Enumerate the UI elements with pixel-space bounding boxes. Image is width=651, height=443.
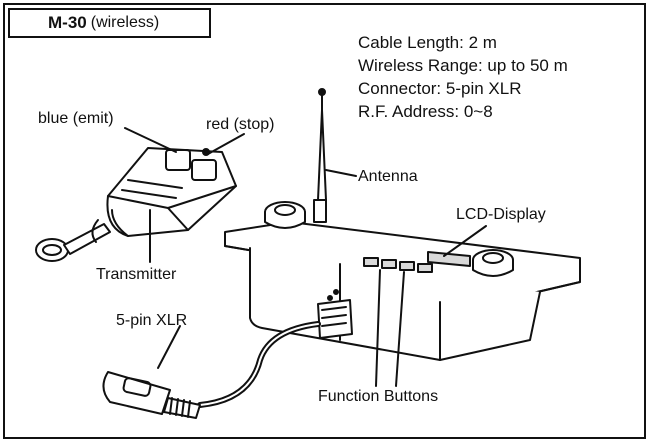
transmitter-body	[106, 147, 237, 237]
leader-fn-2	[395, 271, 405, 387]
spec-cable-length: Cable Length: 2 m	[358, 33, 497, 52]
xlr-plug	[102, 371, 171, 415]
leader-xlr	[157, 325, 181, 369]
spec-wireless-range: Wireless Range: up to 50 m	[358, 56, 568, 75]
key-ring	[35, 238, 69, 262]
cable-illustration	[102, 321, 321, 419]
leader-red	[207, 133, 245, 155]
antenna-rod	[317, 109, 327, 201]
spec-rf-address: R.F. Address: 0~8	[358, 102, 493, 121]
function-button-1	[363, 257, 379, 267]
label-transmitter: Transmitter	[96, 266, 177, 283]
antenna-base	[313, 199, 327, 223]
receiver-illustration	[224, 88, 581, 361]
title-box: M-30 (wireless)	[8, 8, 211, 38]
model-variant: (wireless)	[90, 14, 160, 31]
xlr-socket	[317, 299, 353, 339]
function-button-4	[417, 263, 433, 273]
lcd-display-shape	[427, 251, 471, 267]
function-button-3	[399, 261, 415, 271]
transmitter-illustration	[35, 147, 237, 262]
spec-connector: Connector: 5-pin XLR	[358, 79, 522, 98]
leader-fn-1	[375, 269, 381, 387]
label-red-stop: red (stop)	[206, 116, 275, 133]
label-5pin-xlr: 5-pin XLR	[116, 312, 188, 329]
label-antenna: Antenna	[358, 168, 418, 185]
function-button-2	[381, 259, 397, 269]
blue-emit-button	[165, 149, 191, 171]
diagram-frame	[3, 3, 646, 439]
leader-antenna	[325, 169, 357, 177]
model-name: M-30	[48, 13, 87, 32]
key-strap	[63, 223, 111, 255]
leader-blue	[124, 127, 177, 153]
red-stop-button	[191, 159, 217, 181]
label-blue-emit: blue (emit)	[38, 110, 114, 127]
leader-lcd	[443, 225, 487, 257]
label-function-buttons: Function Buttons	[318, 388, 439, 405]
label-lcd-display: LCD-Display	[456, 206, 546, 223]
